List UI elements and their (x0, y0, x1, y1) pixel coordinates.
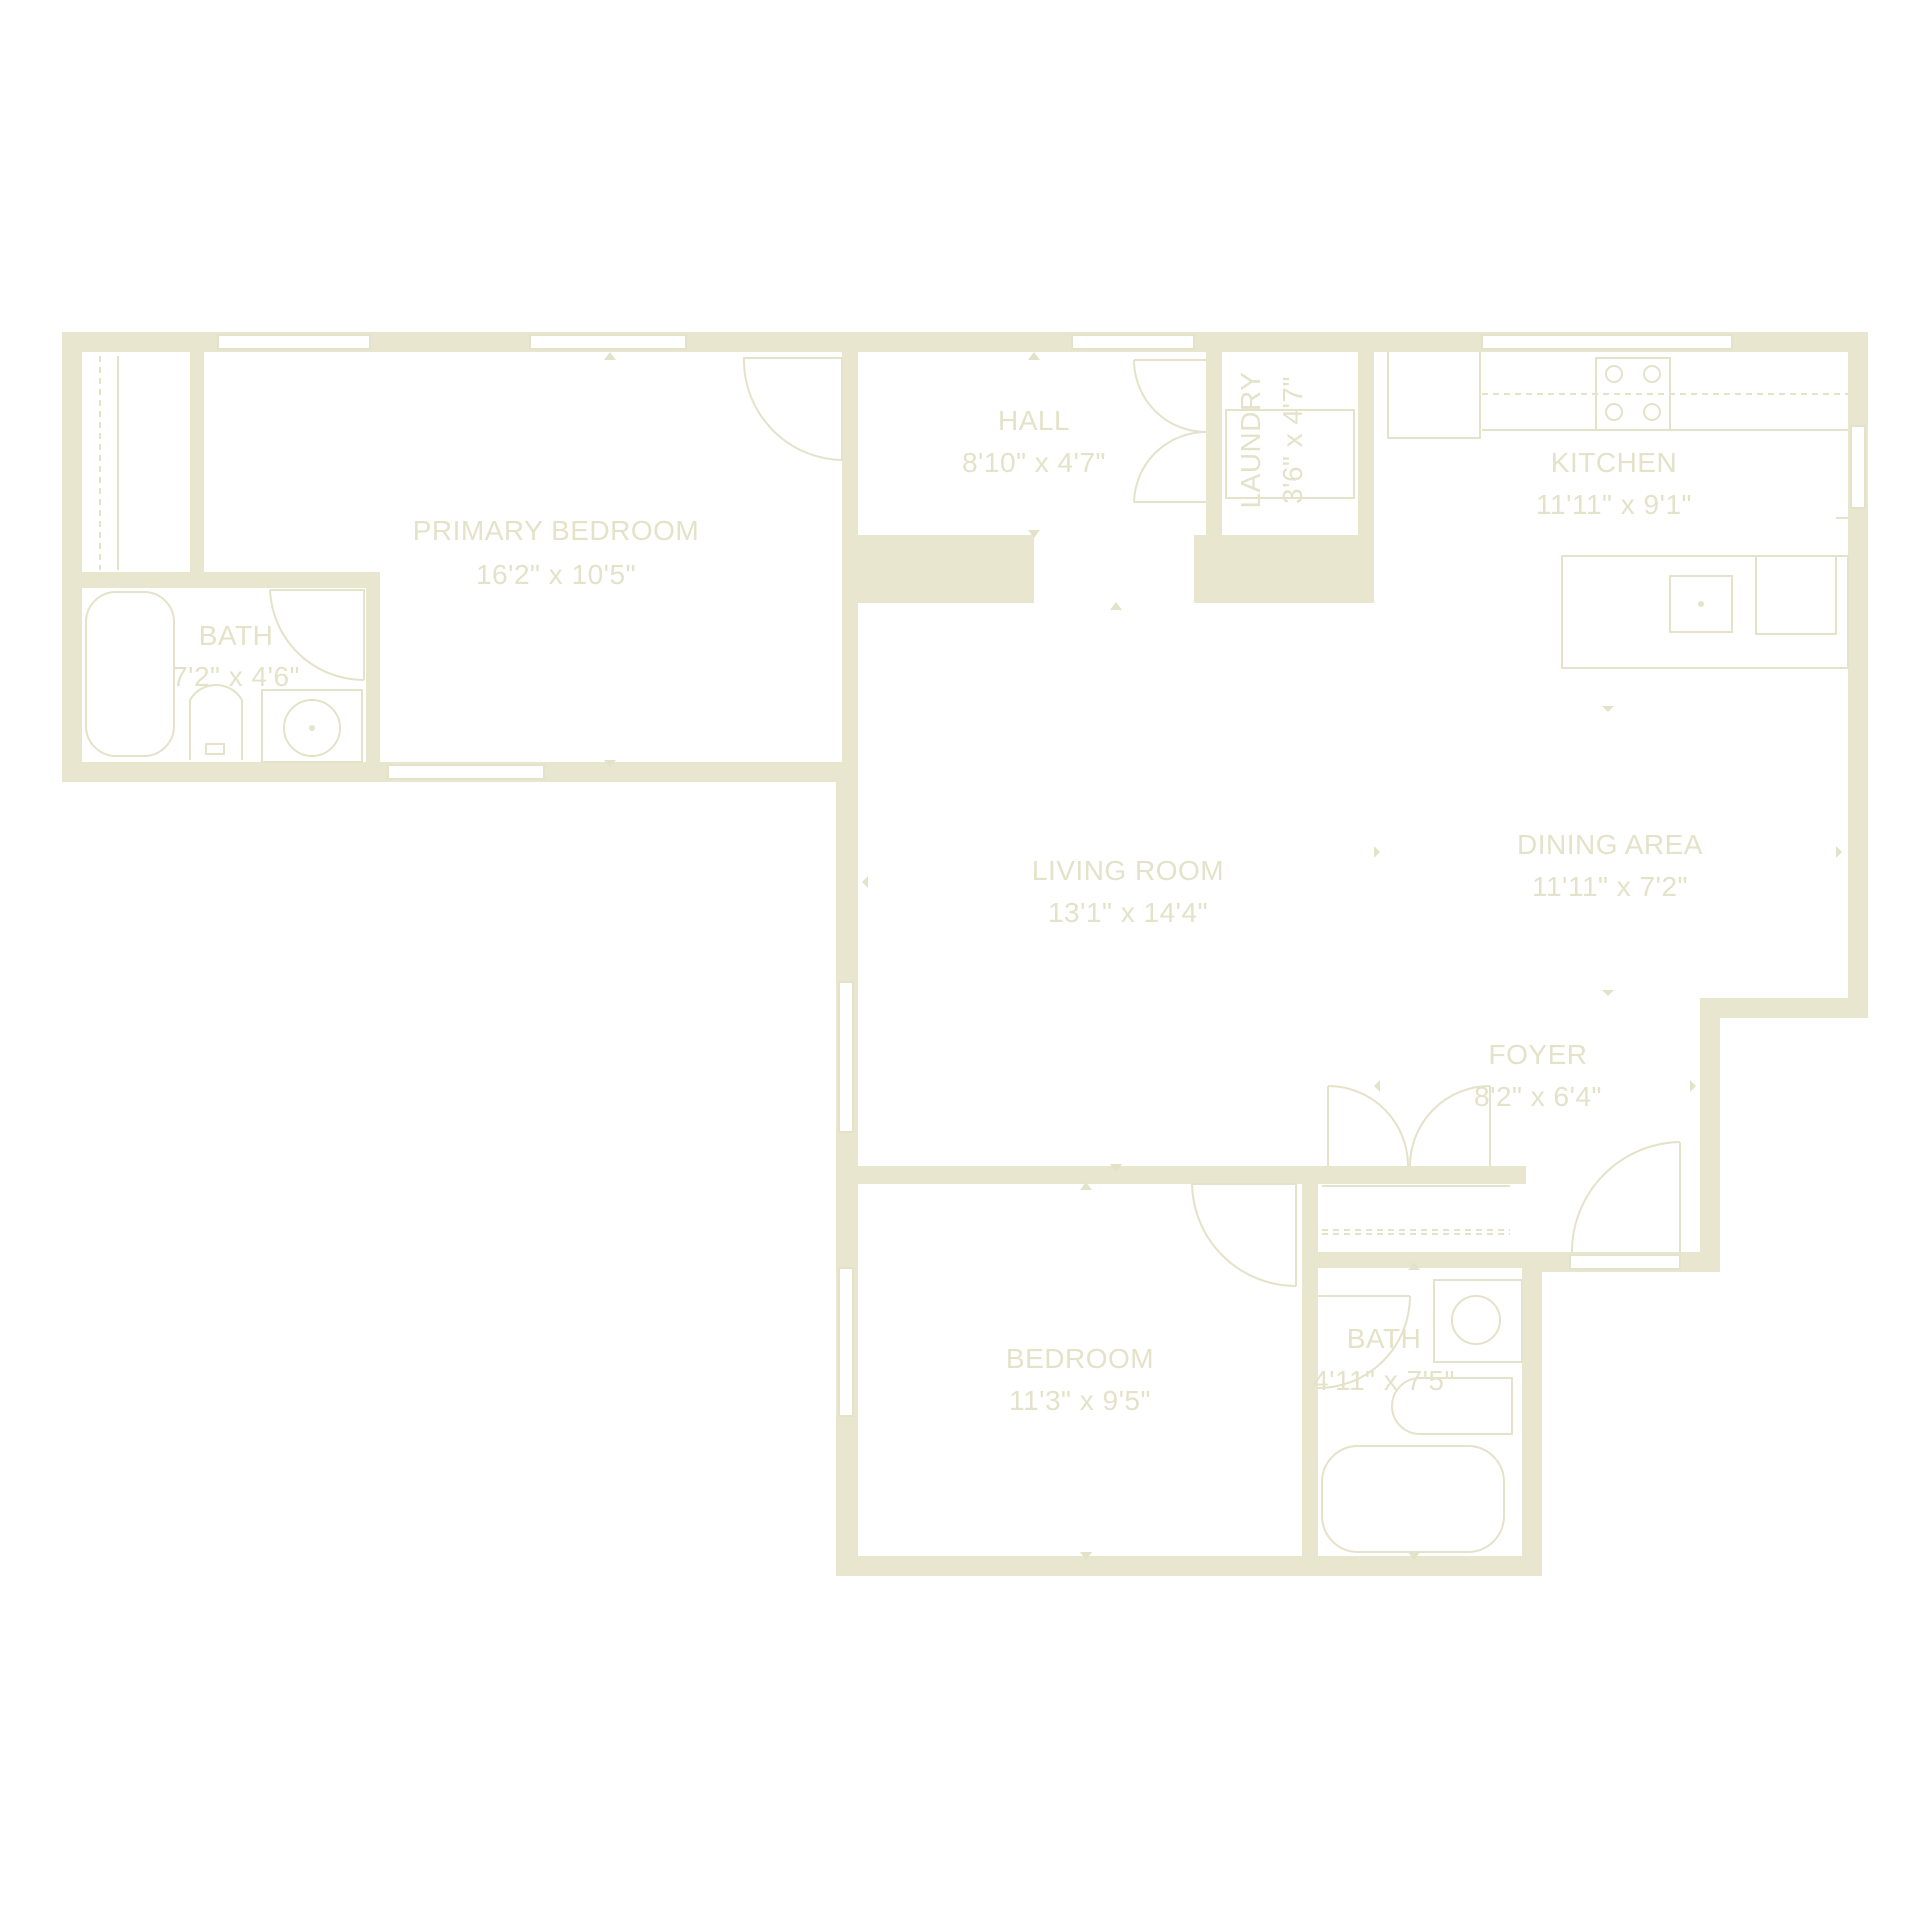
dining-area-size: 11'11" x 7'2" (1532, 871, 1688, 902)
fixtures (85, 352, 1849, 1553)
bath-name: BATH (1347, 1323, 1422, 1354)
doors (269, 357, 1681, 1389)
laundry-size: 3'6" x 4'7" (1277, 376, 1308, 504)
bedroom-size: 11'3" x 9'5" (1009, 1385, 1151, 1416)
hall-name: HALL (998, 405, 1070, 436)
bath-size: 4'11" x 7'5" (1313, 1365, 1455, 1396)
bedroom-name: BEDROOM (1006, 1343, 1154, 1374)
primary-bath-name: BATH (199, 620, 274, 651)
foyer-name: FOYER (1489, 1039, 1588, 1070)
windows (217, 334, 1866, 1417)
primary-bedroom-name: PRIMARY BEDROOM (413, 515, 700, 546)
kitchen-name: KITCHEN (1551, 447, 1677, 478)
living-room-name: LIVING ROOM (1032, 855, 1224, 886)
living-room-size: 13'1" x 14'4" (1048, 897, 1208, 928)
primary-bath-size: 7'2" x 4'6" (172, 661, 300, 692)
hall-size: 8'10" x 4'7" (962, 447, 1106, 478)
dining-area-name: DINING AREA (1517, 829, 1703, 860)
bathtub-primary (85, 591, 175, 757)
laundry-name: LAUNDRY (1235, 372, 1266, 509)
bathtub-bath (1321, 1445, 1505, 1553)
foyer-size: 8'2" x 6'4" (1474, 1081, 1602, 1112)
dimension-markers (604, 352, 1842, 1560)
kitchen-size: 11'11" x 9'1" (1536, 489, 1692, 520)
room-labels: PRIMARY BEDROOM 16'2" x 10'5" BATH 7'2" … (172, 372, 1703, 1416)
primary-bedroom-size: 16'2" x 10'5" (476, 559, 636, 590)
